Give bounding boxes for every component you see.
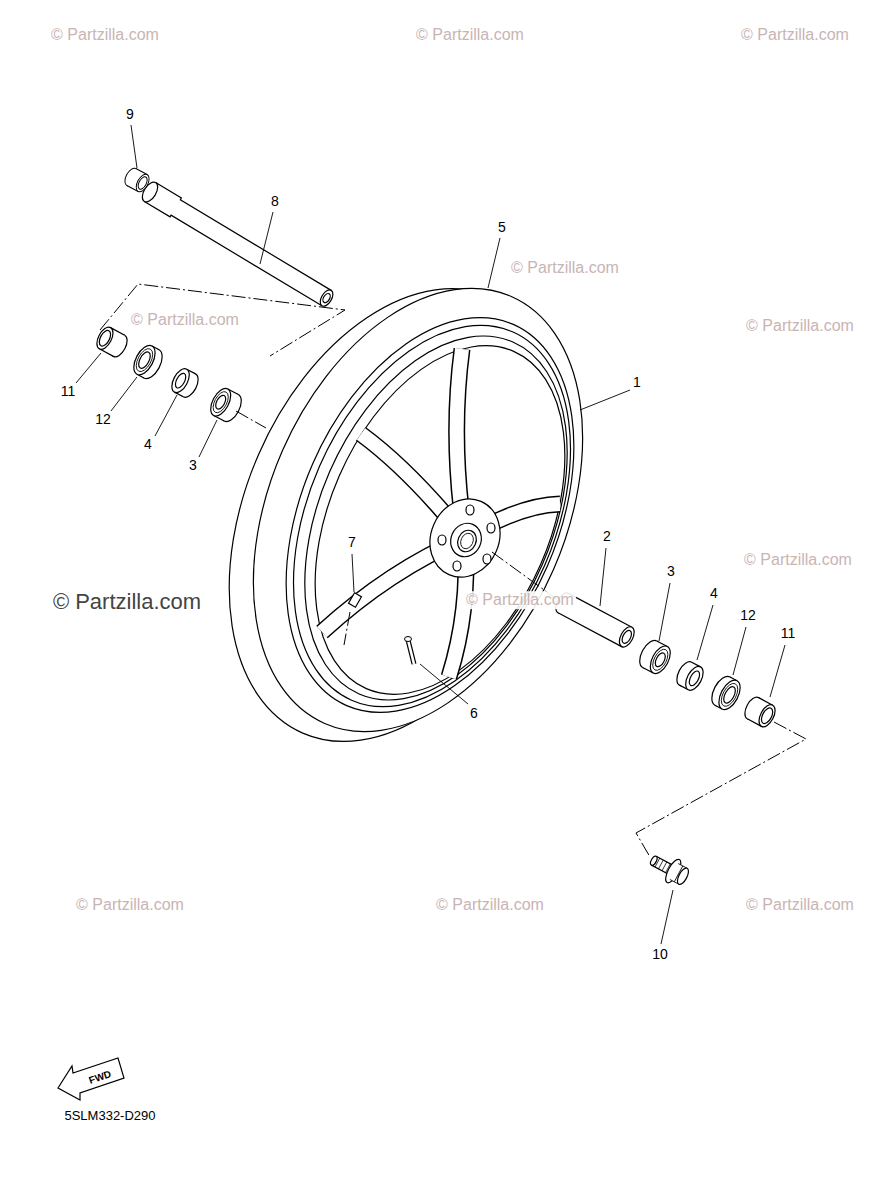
callout-number: 4 <box>143 437 153 452</box>
wheel-hub <box>418 488 512 589</box>
callout-number: 2 <box>602 529 612 544</box>
callout-number: 8 <box>270 194 280 209</box>
bolt <box>645 848 692 890</box>
wheel-spokes <box>322 349 560 677</box>
forward-arrow-label: FWD <box>87 1068 112 1086</box>
watermark: © Partzilla.com <box>742 551 854 569</box>
watermark: © Partzilla.com <box>739 26 851 44</box>
watermark: © Partzilla.com <box>744 317 856 335</box>
leader-lines <box>76 125 785 944</box>
watermark: © Partzilla.com <box>464 591 576 609</box>
callout-number: 3 <box>666 564 676 579</box>
callout-number: 11 <box>780 626 797 641</box>
callout-number: 9 <box>125 107 135 122</box>
valve-and-weight <box>349 593 414 664</box>
watermark: © Partzilla.com <box>49 26 161 44</box>
center-lines <box>100 284 806 857</box>
watermark: © Partzilla.com <box>414 26 526 44</box>
callout-number: 12 <box>94 412 112 427</box>
diagram-code: 5SLM332-D290 <box>64 1109 155 1123</box>
watermark: © Partzilla.com <box>74 896 186 914</box>
watermark: © Partzilla.com <box>129 311 241 329</box>
callout-number: 11 <box>60 384 77 399</box>
copyright-mark: © Partzilla.com <box>53 590 201 614</box>
callout-number: 12 <box>739 608 757 623</box>
forward-arrow <box>58 1058 124 1100</box>
callout-number: 3 <box>188 458 198 473</box>
watermark: © Partzilla.com <box>509 259 621 277</box>
axle <box>139 179 336 310</box>
watermark: © Partzilla.com <box>434 896 546 914</box>
callout-number: 5 <box>497 220 507 235</box>
wheel-bearing-parts <box>94 166 779 729</box>
callout-number: 10 <box>651 947 669 962</box>
callout-number: 1 <box>632 375 642 390</box>
callout-number: 7 <box>347 535 357 550</box>
callout-number: 6 <box>469 706 479 721</box>
watermark: © Partzilla.com <box>744 896 856 914</box>
callout-number: 4 <box>709 586 719 601</box>
